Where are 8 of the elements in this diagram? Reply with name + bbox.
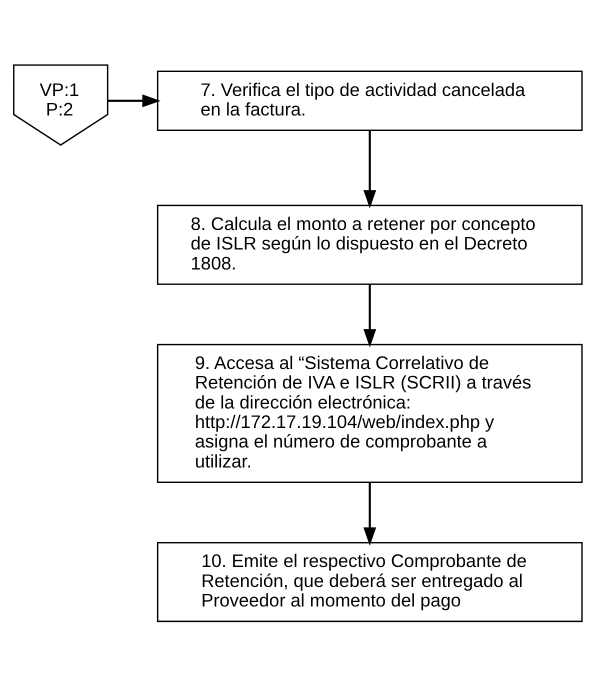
arrow — [363, 482, 376, 546]
node-box: 10. Emite el respectivo Comprobante de Retención, que deberá ser entregado al Proveedor al momento del pago — [156, 542, 583, 622]
arrow — [363, 284, 376, 347]
node-box: 8. Calcula el monto a retener por concepto de ISLR según lo dispuesto en el Decreto 1808. — [156, 204, 583, 284]
arrow — [363, 130, 376, 208]
node-box: 7. Verifica el tipo de actividad cancelada en la factura. — [156, 70, 583, 131]
arrow — [108, 94, 161, 107]
node-box: 9. Accesa al “Sistema Correlativo de Retención de IVA e ISLR (SCRII) a través de la dirección electrónica: http://172.17.19.104/web/index.php y asigna el número de comprobante a utilizar. — [156, 343, 583, 482]
